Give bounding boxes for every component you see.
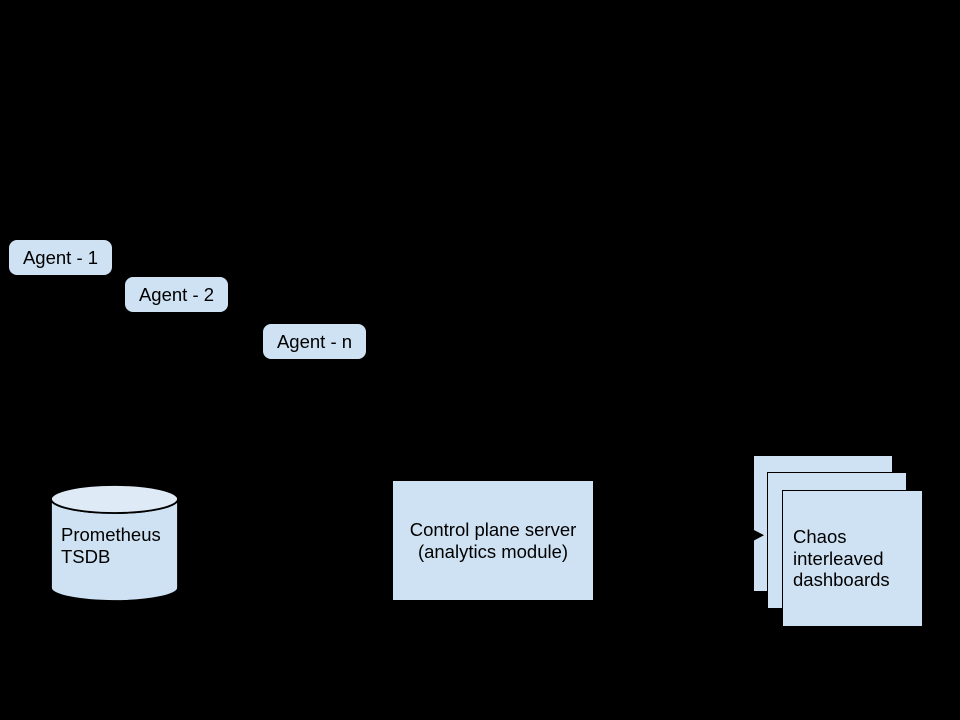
control-plane-label-line-1: Control plane server [409, 519, 577, 540]
prometheus-tsdb-label: Prometheus TSDB [61, 524, 161, 567]
agent-1-node: Agent - 1 [9, 240, 112, 275]
dashboard-page-front: Chaos interleaved dashboards [782, 490, 923, 627]
dashboards-label-line-2: interleaved [793, 547, 884, 569]
control-plane-label-line-2: (analytics module) [417, 540, 569, 562]
dashboards-label-line-1: Chaos [793, 526, 847, 548]
agent-1-label: Agent - 1 [22, 246, 99, 268]
tsdb-label-line-2: TSDB [61, 545, 111, 567]
control-plane-server-node: Control plane server (analytics module) [393, 481, 593, 600]
dashboards-label-line-3: dashboards [793, 569, 890, 591]
agent-2-label: Agent - 2 [138, 283, 215, 305]
cylinder-top [50, 484, 179, 514]
tsdb-label-line-1: Prometheus [61, 524, 161, 545]
agent-2-node: Agent - 2 [125, 277, 228, 312]
agent-n-label: Agent - n [276, 330, 353, 352]
agent-n-node: Agent - n [263, 324, 366, 359]
control-plane-to-dashboards-connector [593, 529, 764, 541]
